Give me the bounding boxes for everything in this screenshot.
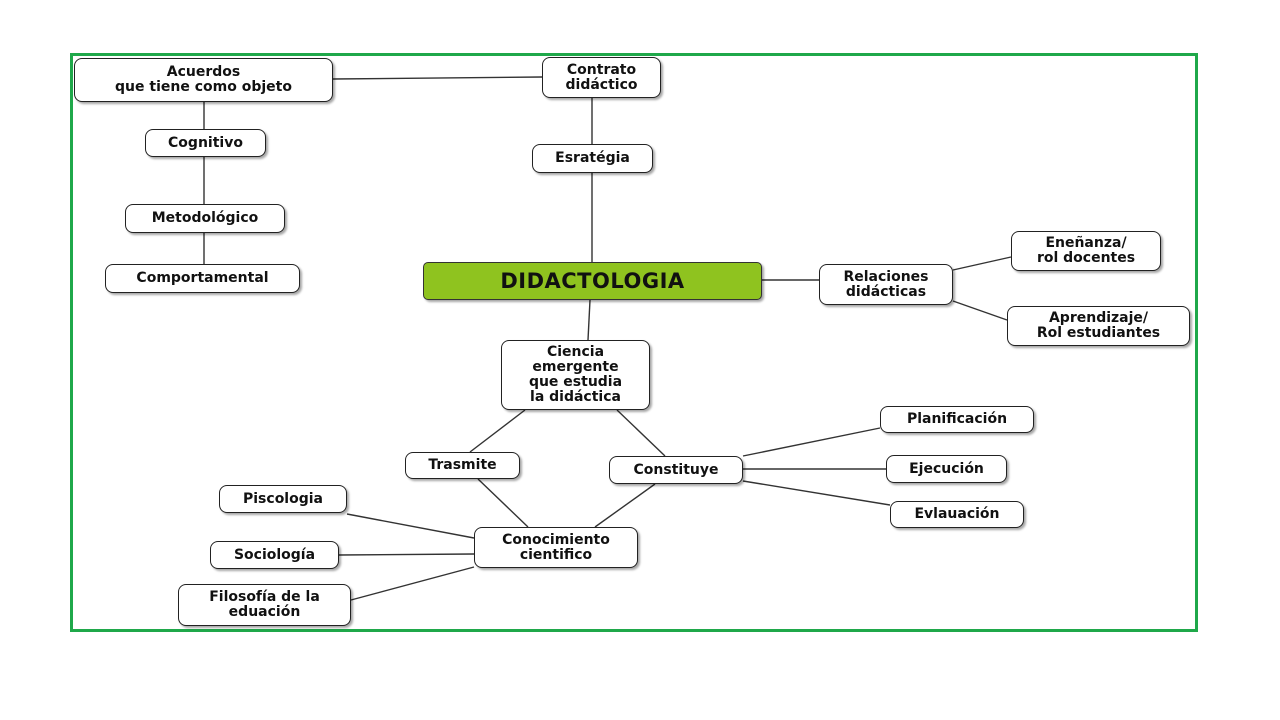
node-filosofia: Filosofía de la eduación xyxy=(178,584,351,626)
node-trasmite: Trasmite xyxy=(405,452,520,479)
link-piscologia-conocimiento xyxy=(346,513,475,539)
link-sociologia-conocimiento xyxy=(338,553,475,556)
node-acuerdos: Acuerdos que tiene como objeto xyxy=(74,58,333,102)
node-evaluacion: Evlauación xyxy=(890,501,1024,528)
node-comportamental: Comportamental xyxy=(105,264,300,293)
link-filosofia-conocimiento xyxy=(350,566,475,601)
node-ejecucion: Ejecución xyxy=(886,455,1007,483)
node-ciencia: Ciencia emergente que estudia la didácti… xyxy=(501,340,650,410)
link-constituye-conocimiento xyxy=(594,483,656,528)
link-constituye-planificacion xyxy=(742,427,881,457)
node-piscologia: Piscologia xyxy=(219,485,347,513)
node-didactologia-root: DIDACTOLOGIA xyxy=(423,262,762,300)
link-acuerdos-contrato xyxy=(332,76,543,80)
node-constituye: Constituye xyxy=(609,456,743,484)
node-ensenanza: Eneñanza/ rol docentes xyxy=(1011,231,1161,271)
link-ciencia-trasmite xyxy=(469,409,526,453)
link-relaciones-ensenanza xyxy=(952,256,1012,271)
link-ciencia-constituye xyxy=(616,409,666,457)
link-root-ciencia xyxy=(587,299,591,341)
node-estrategia: Esratégia xyxy=(532,144,653,173)
node-relaciones: Relaciones didácticas xyxy=(819,264,953,305)
node-sociologia: Sociología xyxy=(210,541,339,569)
node-contrato: Contrato didáctico xyxy=(542,57,661,98)
link-trasmite-conocimiento xyxy=(477,478,529,528)
node-metodologico: Metodológico xyxy=(125,204,285,233)
node-aprendizaje: Aprendizaje/ Rol estudiantes xyxy=(1007,306,1190,346)
link-constituye-evaluacion xyxy=(742,480,891,506)
node-planificacion: Planificación xyxy=(880,406,1034,433)
node-cognitivo: Cognitivo xyxy=(145,129,266,157)
link-relaciones-aprendizaje xyxy=(952,300,1008,321)
node-conocimiento: Conocimiento cientifico xyxy=(474,527,638,568)
diagram-frame xyxy=(70,53,1198,632)
